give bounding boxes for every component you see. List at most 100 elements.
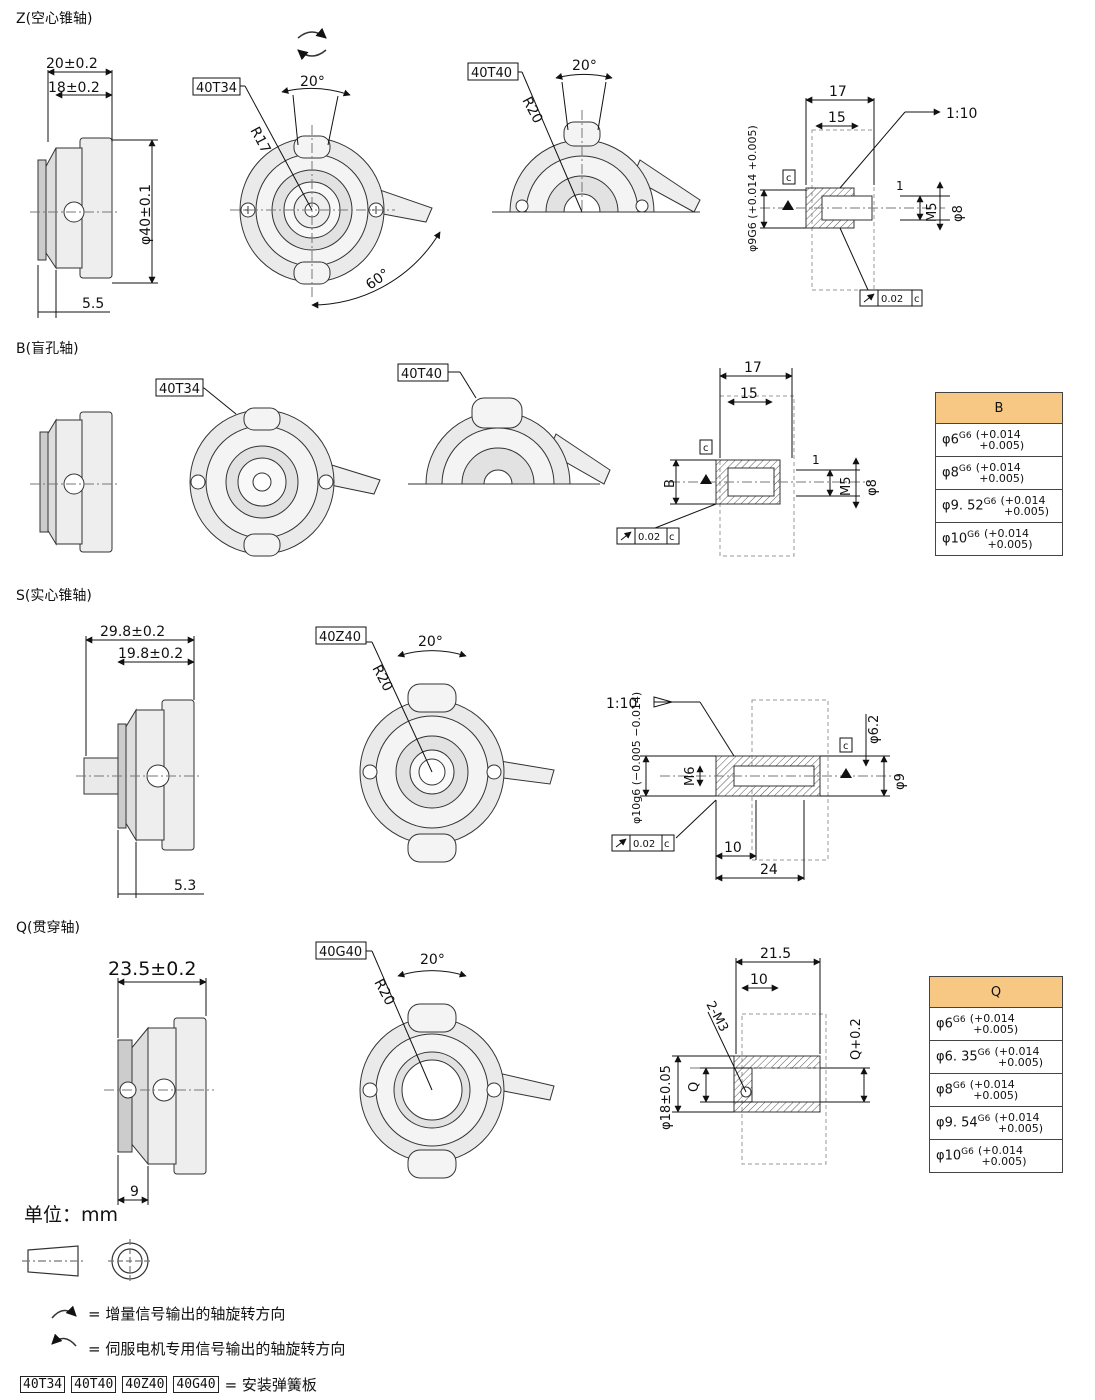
q-spec-table: Q φ6G6 (+0.014 +0.005) φ6. 35G6 (+0.014 … — [929, 976, 1063, 1173]
rotation-direction-icon — [297, 27, 327, 61]
b-front-view — [189, 407, 381, 557]
q-tag-40g40: 40G40 — [319, 945, 362, 960]
z-runout-ref: c — [914, 294, 920, 305]
s-dim-24: 24 — [760, 862, 778, 878]
table-row: φ6G6 (+0.014 +0.005) — [935, 423, 1063, 457]
ccw-legend-text: = 伺服电机专用信号输出的轴旋转方向 — [88, 1340, 346, 1358]
table-row: φ9. 54G6 (+0.014 +0.005) — [929, 1106, 1063, 1140]
s-runout-ref: c — [664, 839, 670, 850]
s-side-dims — [85, 636, 204, 898]
q-front-view — [359, 1003, 555, 1179]
b-dim-1: 1 — [812, 453, 820, 467]
z-dim-20: 20±0.2 — [46, 56, 98, 72]
b-datum-c: c — [703, 443, 709, 454]
z-dim-15: 15 — [828, 110, 846, 126]
b-shaft-dims — [649, 368, 860, 531]
table-row: φ6. 35G6 (+0.014 +0.005) — [929, 1040, 1063, 1074]
s-front-view — [359, 683, 555, 863]
s-angle-20: 20° — [418, 634, 443, 650]
s-dim-19-8: 19.8±0.2 — [118, 646, 183, 662]
q-dim-10: 10 — [750, 972, 768, 988]
b-side-view — [30, 411, 120, 553]
z-dim-18: 18±0.2 — [48, 80, 100, 96]
z-dim-17: 17 — [829, 84, 847, 100]
z-shaft-detail — [760, 129, 945, 291]
b-m5: M5 — [839, 477, 854, 497]
z-ratio: 1:10 — [946, 106, 977, 122]
z-angle-20: 20° — [300, 74, 325, 90]
z-angle-60: 60° — [363, 266, 393, 293]
tapered-shaft-icon — [22, 1239, 152, 1283]
q-side-dims — [117, 978, 207, 1205]
s-dim-5-3: 5.3 — [174, 878, 196, 894]
b-dim-b: B — [663, 479, 678, 488]
s-datum-c: c — [843, 741, 849, 752]
spring-plate-legend: 40T34 40T40 40Z40 40G40 = 安装弹簧板 — [20, 1374, 317, 1395]
z-m5: M5 — [925, 203, 940, 223]
b-tag-40t34: 40T34 — [159, 382, 200, 397]
z-side-view — [30, 137, 120, 279]
q-shaft-dims — [672, 958, 870, 1113]
z-dim-1: 1 — [896, 179, 904, 193]
s-tag-40z40: 40Z40 — [319, 630, 361, 645]
s-dim-29-8: 29.8±0.2 — [100, 624, 165, 640]
s-shaft-dims — [640, 701, 890, 882]
s-r20: R20 — [368, 662, 395, 694]
z-half-view — [492, 110, 701, 213]
z-dim-40: φ40±0.1 — [138, 184, 154, 245]
q-dim-9: 9 — [130, 1184, 139, 1200]
z-runout: 0.02 — [881, 294, 903, 305]
s-side-view — [76, 699, 200, 851]
cw-legend-text: = 增量信号输出的轴旋转方向 — [88, 1305, 286, 1323]
q-r20: R20 — [370, 976, 397, 1008]
z-tag-40t40: 40T40 — [471, 66, 512, 81]
z-datum-c: c — [786, 173, 792, 184]
s-m6: M6 — [683, 767, 698, 787]
b-spec-table: B φ6G6 (+0.014 +0.005) φ8G6 (+0.014 +0.0… — [935, 392, 1063, 556]
s-ratio: 1:10 — [606, 696, 637, 712]
b-table-header: B — [935, 392, 1063, 424]
s-phi10: φ10g6 (−0.005 −0.014) — [630, 692, 643, 824]
table-row: φ10G6 (+0.014 +0.005) — [929, 1139, 1063, 1173]
z-phi9: φ9G6 (+0.014 +0.005) — [746, 125, 759, 252]
z-side-dims — [37, 68, 158, 318]
table-row: φ8G6 (+0.014 +0.005) — [935, 456, 1063, 490]
z-dim-5-5: 5.5 — [82, 296, 104, 312]
b-dim-15: 15 — [740, 386, 758, 402]
b-runout-ref: c — [669, 532, 675, 543]
b-half-view — [408, 397, 611, 485]
q-phi18: φ18±0.05 — [659, 1065, 674, 1130]
q-table-header: Q — [929, 976, 1063, 1008]
s-phi6-2: φ6.2 — [867, 715, 882, 744]
q-dim-q: Q — [687, 1082, 702, 1092]
legend-tag-40g40: 40G40 — [173, 1376, 219, 1393]
table-row: φ10G6 (+0.014 +0.005) — [935, 522, 1063, 556]
cw-rotation-icon — [51, 1305, 77, 1319]
s-runout: 0.02 — [633, 839, 655, 850]
z-r20: R20 — [518, 94, 545, 126]
section-title-s: S(实心锥轴) — [16, 588, 92, 604]
q-q-plus-0-2: Q+0.2 — [849, 1018, 864, 1060]
q-dim-21-5: 21.5 — [760, 946, 791, 962]
section-title-q: Q(贯穿轴) — [16, 920, 80, 936]
z-shaft-dims — [760, 96, 950, 291]
table-row: φ9. 52G6 (+0.014 +0.005) — [935, 489, 1063, 523]
unit-label: 单位：mm — [24, 1204, 119, 1226]
q-side-view — [104, 1017, 214, 1175]
s-phi9: φ9 — [893, 773, 908, 790]
b-tag-40t40: 40T40 — [401, 367, 442, 382]
z-phi8: φ8 — [951, 205, 966, 222]
q-angle-20: 20° — [420, 952, 445, 968]
z-half-angle-20: 20° — [572, 58, 597, 74]
legend-tag-40z40: 40Z40 — [122, 1376, 168, 1393]
section-title-b: B(盲孔轴) — [16, 341, 79, 357]
b-phi8: φ8 — [865, 479, 880, 496]
legend-tag-40t40: 40T40 — [71, 1376, 117, 1393]
q-dim-23-5: 23.5±0.2 — [108, 958, 196, 980]
table-row: φ6G6 (+0.014 +0.005) — [929, 1007, 1063, 1041]
q-shaft-detail — [690, 1013, 870, 1165]
b-runout: 0.02 — [638, 532, 660, 543]
table-row: φ8G6 (+0.014 +0.005) — [929, 1073, 1063, 1107]
section-title-z: Z(空心锥轴) — [16, 11, 93, 27]
